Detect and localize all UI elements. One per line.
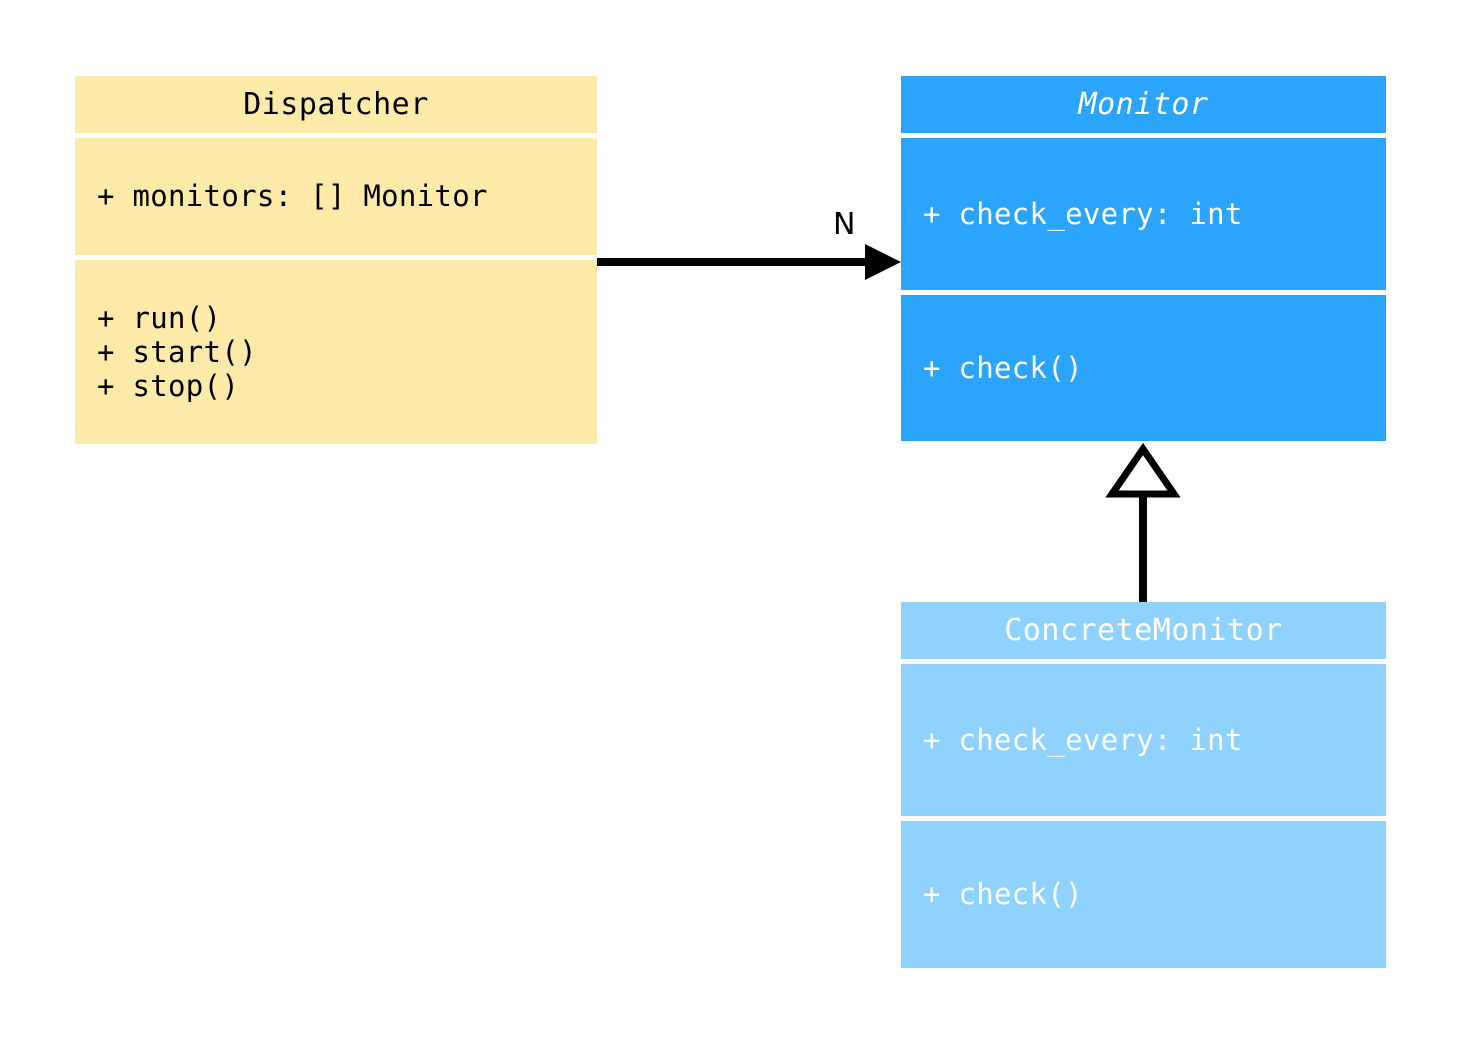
class-methods-compartment-concrete-monitor: + check() [901, 821, 1386, 968]
class-title-compartment-monitor: Monitor [901, 76, 1386, 133]
class-box-concrete-monitor[interactable]: ConcreteMonitor + check_every: int + che… [901, 602, 1386, 968]
method-item: + run() [97, 300, 222, 335]
class-title-compartment-concrete-monitor: ConcreteMonitor [901, 602, 1386, 659]
attribute-list: + check_every: int [901, 197, 1386, 231]
method-list: + check() [901, 351, 1386, 385]
attribute-list: + check_every: int [901, 723, 1386, 757]
association-multiplicity-label: N [833, 207, 856, 242]
class-attributes-compartment-monitor: + check_every: int [901, 138, 1386, 290]
class-name-dispatcher: Dispatcher [243, 86, 429, 122]
class-attributes-compartment-concrete-monitor: + check_every: int [901, 664, 1386, 816]
attribute-item: + check_every: int [923, 722, 1243, 757]
hollow-triangle-icon [1105, 442, 1181, 498]
method-item: + check() [923, 877, 1083, 912]
method-item: + check() [923, 350, 1083, 385]
attribute-item: + check_every: int [923, 196, 1243, 231]
filled-arrowhead-icon [865, 244, 901, 280]
association-dispatcher-to-monitor [597, 244, 901, 280]
class-methods-compartment-dispatcher: + run() + start() + stop() [75, 260, 597, 444]
generalization-concrete-monitor-to-monitor [1105, 442, 1181, 602]
class-box-monitor[interactable]: Monitor + check_every: int + check() [901, 76, 1386, 441]
attribute-item: + monitors: [] Monitor [97, 179, 488, 214]
class-methods-compartment-monitor: + check() [901, 295, 1386, 441]
class-name-monitor: Monitor [1078, 86, 1209, 122]
class-box-dispatcher[interactable]: Dispatcher + monitors: [] Monitor + run(… [75, 76, 597, 444]
class-name-concrete-monitor: ConcreteMonitor [1004, 612, 1283, 648]
method-list: + run() + start() + stop() [75, 301, 597, 404]
class-title-compartment-dispatcher: Dispatcher [75, 76, 597, 133]
method-list: + check() [901, 877, 1386, 911]
class-attributes-compartment-dispatcher: + monitors: [] Monitor [75, 138, 597, 255]
method-item: + start() [97, 334, 257, 369]
attribute-list: + monitors: [] Monitor [75, 179, 597, 213]
method-item: + stop() [97, 369, 240, 404]
